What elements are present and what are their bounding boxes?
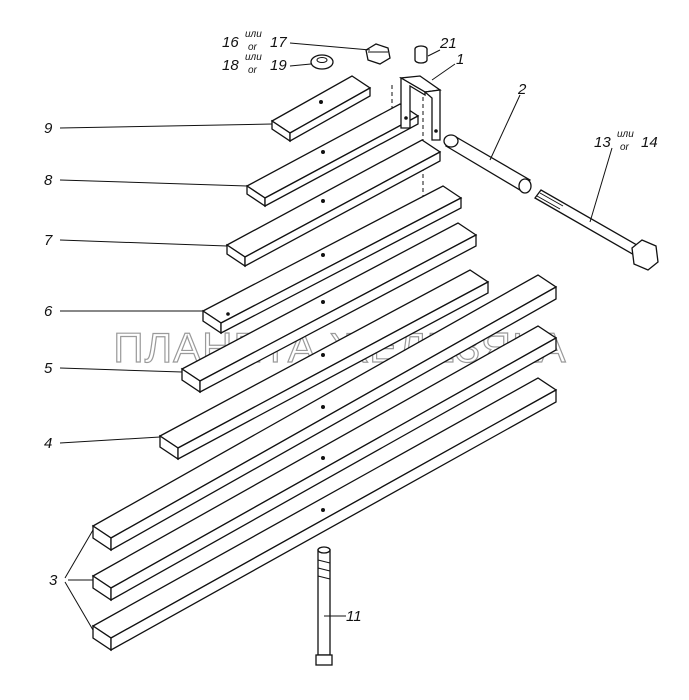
leader-nut-small <box>289 63 312 67</box>
label-6: 6 <box>44 303 53 320</box>
leaf-9 <box>270 75 372 143</box>
clamp-bracket <box>398 75 442 141</box>
label-nut-small-a: 18 <box>222 57 239 74</box>
leader-nut-large <box>289 42 371 51</box>
rivet <box>414 45 428 64</box>
leader-8 <box>59 179 248 187</box>
label-3: 3 <box>49 572 58 589</box>
leaf-3a <box>91 274 558 552</box>
label-nut-small-or2: or <box>248 65 258 76</box>
leader-3a <box>64 529 94 579</box>
label-9: 9 <box>44 120 53 137</box>
label-21: 21 <box>439 35 457 52</box>
label-bolt-or: или <box>617 129 634 140</box>
label-nut-small-b: 19 <box>270 57 287 74</box>
label-2: 2 <box>517 81 527 98</box>
leader-2 <box>489 94 521 161</box>
leader-7 <box>59 239 228 247</box>
leader-9 <box>59 123 273 129</box>
nut-large <box>365 43 391 65</box>
label-1: 1 <box>456 51 464 68</box>
label-7: 7 <box>44 232 53 249</box>
label-nut-large-or: или <box>245 29 262 40</box>
leader-5 <box>59 367 183 373</box>
nut-small <box>310 54 334 70</box>
label-5: 5 <box>44 360 53 377</box>
leaf-5 <box>180 222 478 394</box>
center-bolt <box>315 546 333 666</box>
label-nut-small-or: или <box>245 52 262 63</box>
label-bolt-a: 13 <box>594 134 611 151</box>
label-bolt-or2: or <box>620 142 630 153</box>
label-nut-large-b: 17 <box>270 34 287 51</box>
leader-bolt <box>589 147 613 223</box>
leaf-4 <box>158 269 490 461</box>
label-nut-large-a: 16 <box>222 34 239 51</box>
leaf-3c <box>91 377 558 652</box>
spacer-tube <box>443 134 532 194</box>
leader-1 <box>431 63 456 81</box>
label-nut-large-or2: or <box>248 42 258 53</box>
long-bolt <box>534 189 659 271</box>
leaf-7 <box>225 139 442 268</box>
label-bolt-b: 14 <box>641 134 658 151</box>
leaf-8 <box>245 103 420 208</box>
leader-4 <box>59 436 161 444</box>
leader-21 <box>427 49 441 57</box>
leaf-6 <box>201 185 463 335</box>
leaf-3b <box>91 325 558 602</box>
label-4: 4 <box>44 435 52 452</box>
leader-3c <box>64 581 94 631</box>
label-8: 8 <box>44 172 53 189</box>
label-11: 11 <box>346 608 362 625</box>
